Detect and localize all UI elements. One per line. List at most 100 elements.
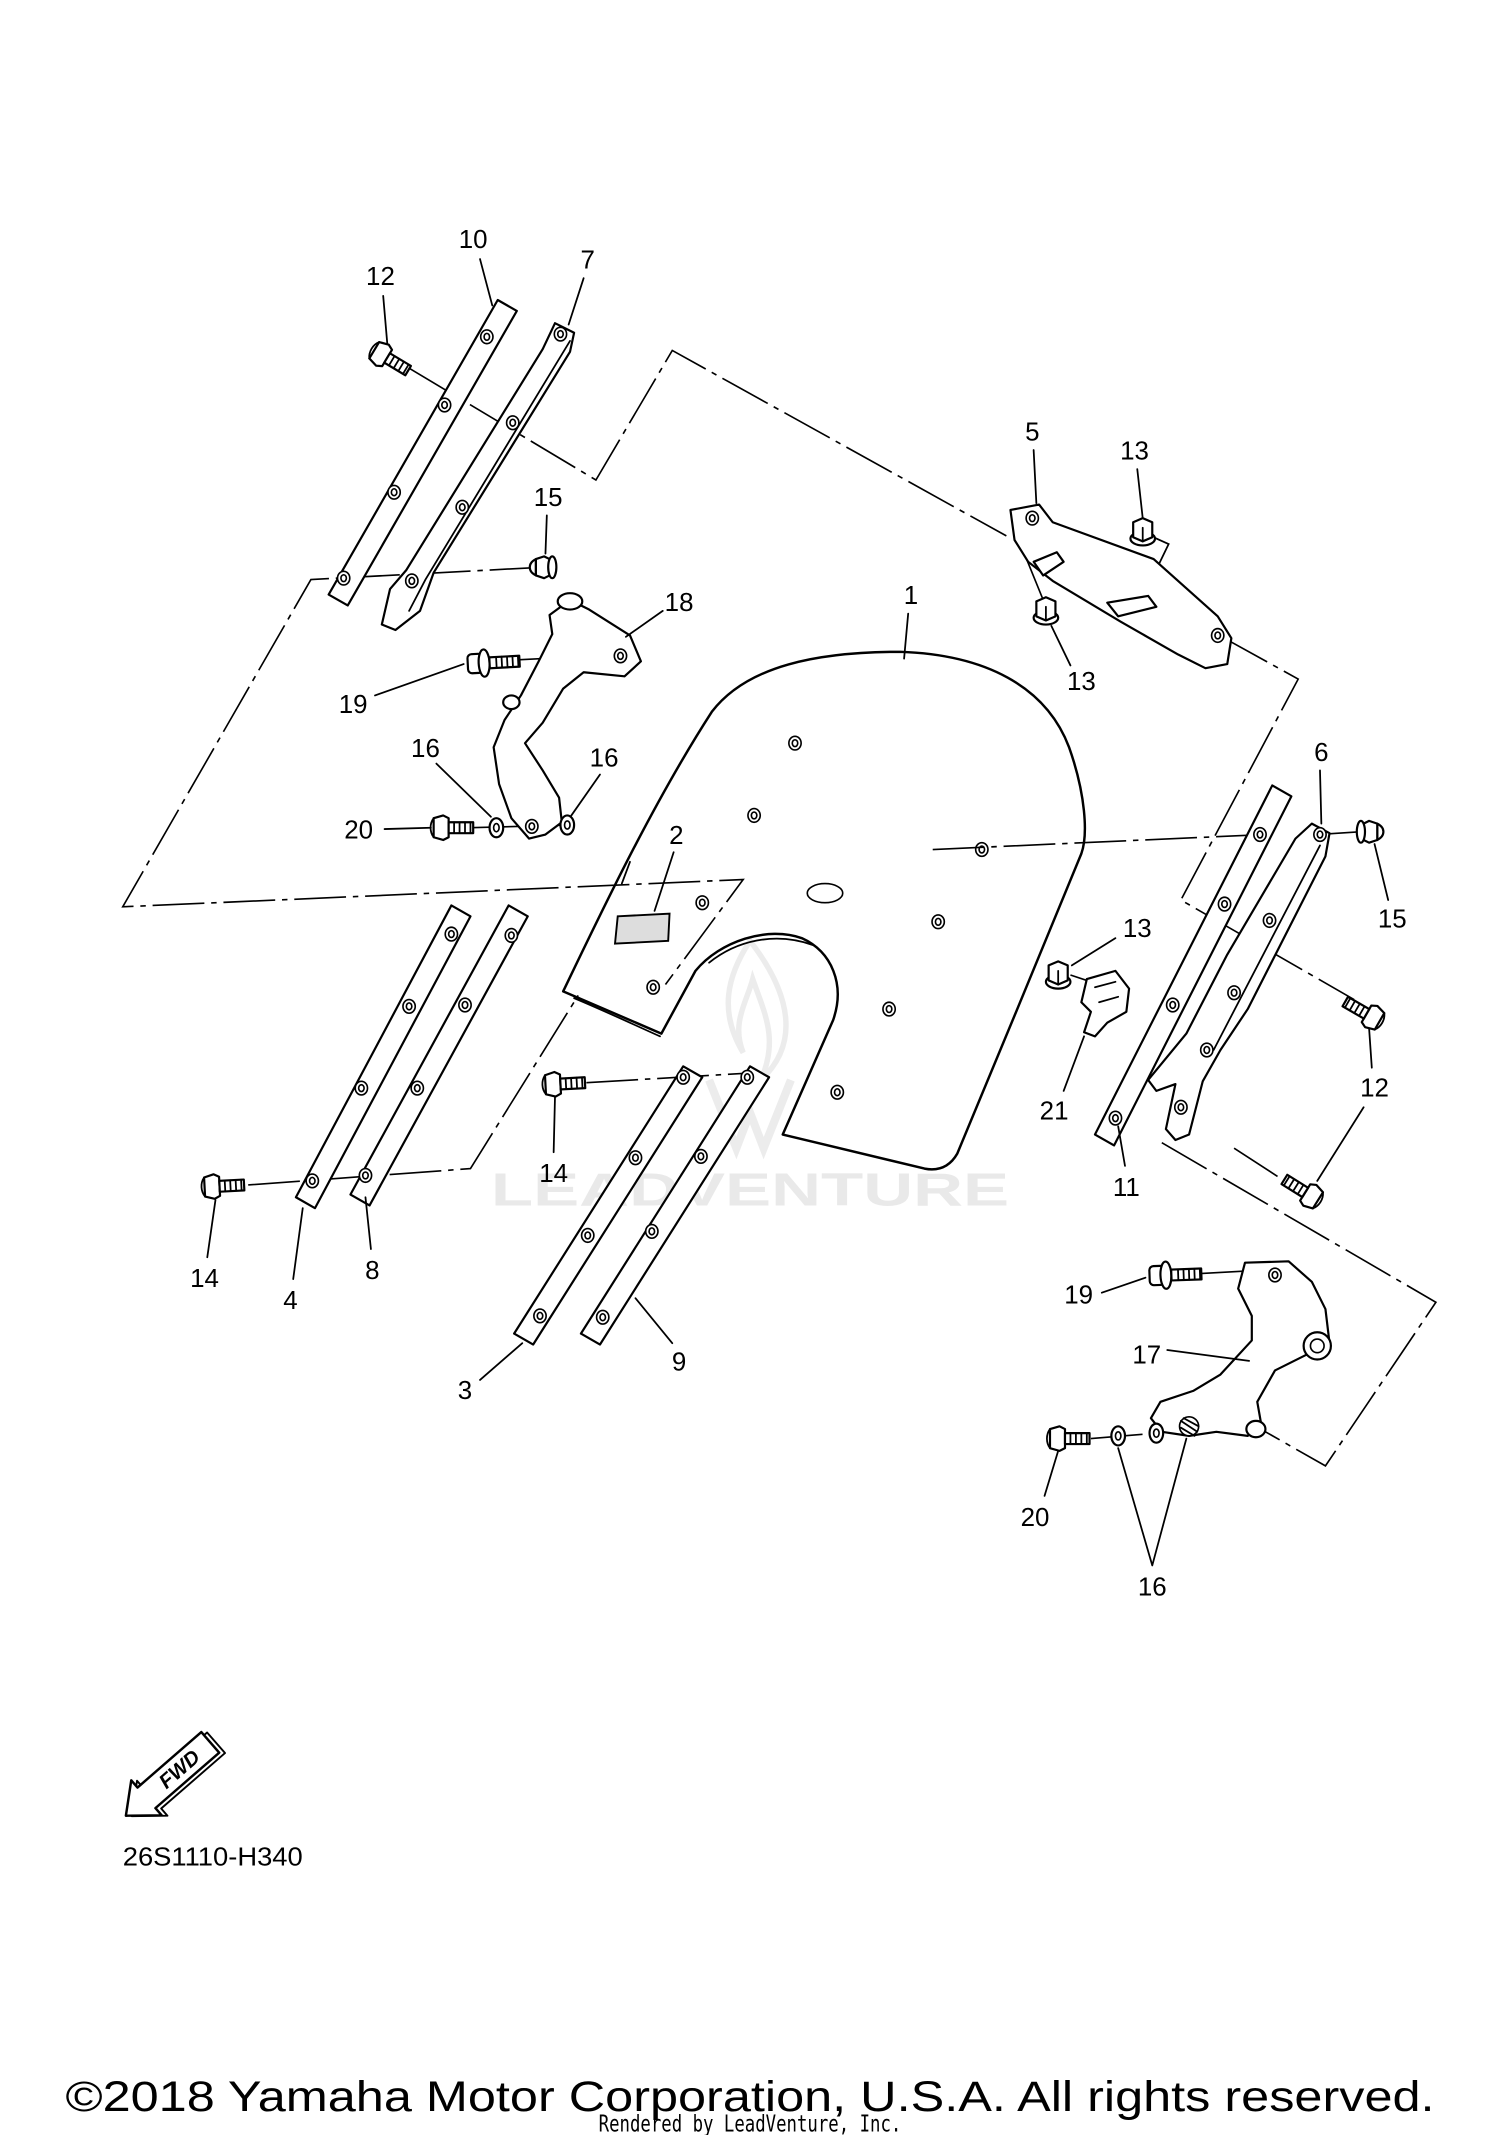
callout-13: 13 (1067, 668, 1096, 696)
callout-18: 18 (665, 589, 694, 617)
callout-14: 14 (190, 1265, 219, 1293)
callout-17: 17 (1132, 1342, 1161, 1370)
bracket-hole (613, 648, 628, 664)
washer-16 (559, 814, 576, 836)
panel-hole (533, 1308, 547, 1324)
panel-9 (579, 1065, 771, 1346)
panel-hole (1108, 1110, 1123, 1126)
panel-hole (1165, 997, 1180, 1013)
callout-10: 10 (459, 226, 488, 254)
assembly-lines (121, 349, 1438, 1467)
callout-14: 14 (539, 1160, 568, 1188)
washer-16 (488, 817, 505, 839)
panel-hole (410, 1080, 425, 1096)
panel-hole (740, 1069, 755, 1085)
callout-19: 19 (339, 691, 368, 719)
panel-hole (676, 1069, 691, 1085)
panel-hole (580, 1227, 595, 1244)
diagram-code: 26S1110-H340 (123, 1843, 303, 1871)
callout-19: 19 (1064, 1282, 1093, 1310)
windshield-hole (830, 1084, 845, 1100)
panel-hole (628, 1150, 643, 1166)
windshield-hole (788, 735, 802, 751)
fwd-arrow-icon: FWD (124, 1730, 226, 1818)
nut-13 (1044, 960, 1072, 990)
bracket-hole (553, 326, 568, 342)
nut-15 (528, 555, 558, 580)
bolt-20 (1045, 1425, 1091, 1452)
callout-5: 5 (1025, 418, 1039, 446)
bracket-hole (1173, 1099, 1188, 1115)
panel-hole (358, 1167, 373, 1184)
panel-hole (1217, 896, 1232, 912)
bracket-hole (1268, 1267, 1282, 1283)
nut-13 (1129, 517, 1157, 547)
panel-hole (354, 1080, 369, 1096)
bracket-6 (1147, 822, 1331, 1142)
windshield-hole (931, 914, 946, 930)
callout-20: 20 (1021, 1504, 1050, 1532)
clip-21 (1080, 969, 1131, 1038)
panel-hole (444, 926, 459, 942)
panel-hole (458, 997, 472, 1013)
panel-3 (513, 1065, 704, 1346)
panel-hole (437, 397, 452, 413)
windshield-hole (882, 1001, 897, 1017)
panel-hole (595, 1309, 610, 1325)
caution-label (613, 912, 671, 945)
washer-16 (1110, 1425, 1127, 1447)
bracket-5 (1009, 503, 1233, 670)
mount-bracket-18 (492, 592, 643, 840)
panel-hole (387, 484, 402, 500)
callout-20: 20 (344, 817, 373, 845)
washer-16 (1148, 1422, 1165, 1444)
callout-3: 3 (458, 1377, 472, 1405)
bracket-hole (1025, 510, 1040, 526)
callout-13: 13 (1120, 438, 1149, 466)
callout-11: 11 (1113, 1174, 1140, 1202)
panel-10 (327, 298, 518, 607)
bracket-hole (524, 818, 539, 834)
panel-11 (1093, 784, 1293, 1147)
callout-9: 9 (672, 1348, 686, 1376)
copyright-notice: ©2018 Yamaha Motor Corporation, U.S.A. A… (65, 2073, 1434, 2120)
windshield-hole (747, 807, 762, 824)
callout-15: 15 (534, 484, 563, 512)
bracket-hole (1262, 912, 1277, 929)
bolt-14 (199, 1171, 246, 1201)
windshield-hole (646, 979, 661, 995)
bolt-20 (429, 814, 475, 842)
nut-13 (1032, 596, 1060, 626)
rendered-by-notice: Rendered by LeadVenture, Inc. (599, 2110, 902, 2135)
callout-16: 16 (590, 744, 619, 772)
callout-4: 4 (283, 1287, 297, 1315)
leader-lines (206, 258, 1390, 1567)
panel-hole (644, 1223, 659, 1239)
watermark-text: LEADVENTURE (491, 1163, 1009, 1215)
bracket-hole (505, 415, 520, 431)
bracket-hole (1313, 826, 1327, 843)
panel-hole (1253, 826, 1267, 843)
panel-4 (294, 904, 472, 1210)
panel-hole (504, 927, 519, 944)
windshield-vent (806, 882, 844, 904)
callout-13: 13 (1123, 915, 1152, 943)
windshield-hole (974, 841, 989, 858)
bracket-hole (1199, 1042, 1214, 1058)
bracket-hole (1227, 985, 1242, 1001)
bracket-7 (380, 322, 576, 632)
panel-8 (349, 904, 529, 1207)
callout-12: 12 (366, 263, 395, 291)
callout-6: 6 (1314, 739, 1328, 767)
callout-21: 21 (1040, 1098, 1069, 1126)
panel-hole (305, 1173, 320, 1189)
panel-hole (479, 329, 494, 345)
bolt-19 (465, 646, 522, 679)
bolt-12 (364, 337, 416, 383)
nut-15 (1355, 819, 1385, 844)
bolt-19 (1147, 1259, 1203, 1291)
bracket-hole (455, 499, 470, 515)
callout-8: 8 (365, 1257, 379, 1285)
callout-15: 15 (1378, 905, 1407, 933)
